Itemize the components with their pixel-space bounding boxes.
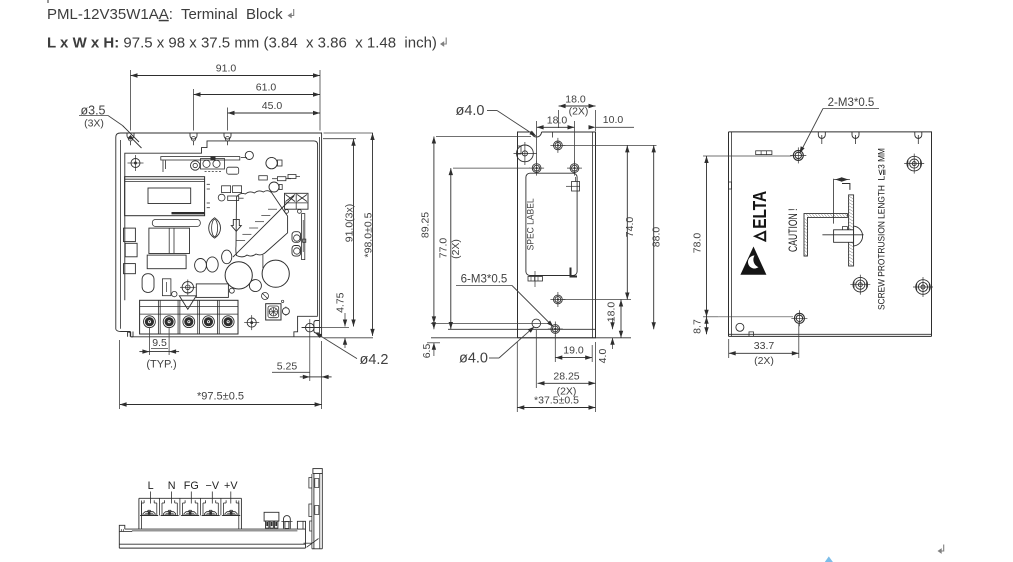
svg-text:6-M3*0.5: 6-M3*0.5 <box>461 274 508 286</box>
svg-text:−V: −V <box>206 480 220 492</box>
svg-text:*97.5±0.5: *97.5±0.5 <box>197 391 244 403</box>
svg-text:8.7: 8.7 <box>692 319 704 334</box>
svg-text:L x W x H: 97.5 x 98 x 37.5 mm: L x W x H: 97.5 x 98 x 37.5 mm (3.84 x 3… <box>47 35 437 52</box>
svg-text:18.0: 18.0 <box>606 302 618 323</box>
svg-text:(2X): (2X) <box>450 239 462 259</box>
svg-text:91.0(3x): 91.0(3x) <box>343 204 355 243</box>
svg-text:+V: +V <box>224 480 238 492</box>
svg-text:PML-12V35W1AA: Terminal Bloc: PML-12V35W1AA: Terminal Block <box>47 6 283 23</box>
svg-text:18.0: 18.0 <box>565 94 586 106</box>
svg-text:SCREW PROTRUSION LENGTH L≦3 M: SCREW PROTRUSION LENGTH L≦3 MM <box>876 148 886 310</box>
svg-text:SPEC LABEL: SPEC LABEL <box>526 198 537 250</box>
svg-text:19.0: 19.0 <box>563 345 584 357</box>
svg-text:10.0: 10.0 <box>603 114 624 126</box>
svg-text:N: N <box>168 480 176 492</box>
svg-text:88.0: 88.0 <box>651 227 663 248</box>
svg-text:CAUTION !: CAUTION ! <box>786 208 800 252</box>
svg-text:(2X): (2X) <box>557 385 577 397</box>
svg-text:91.0: 91.0 <box>216 63 237 75</box>
svg-text:18.0: 18.0 <box>547 115 568 127</box>
svg-text:89.25: 89.25 <box>419 212 431 238</box>
svg-text:28.25: 28.25 <box>553 370 579 382</box>
svg-text:*98.0±0.5: *98.0±0.5 <box>362 212 374 257</box>
svg-text:ø4.0: ø4.0 <box>455 103 484 119</box>
svg-text:4.75: 4.75 <box>335 292 347 313</box>
svg-text:ELTA: ELTA <box>750 191 770 229</box>
svg-text:5.25: 5.25 <box>277 361 298 373</box>
svg-text:(3X): (3X) <box>84 118 104 130</box>
svg-text:(2X): (2X) <box>754 355 774 367</box>
svg-text:33.7: 33.7 <box>754 340 775 352</box>
svg-text:FG: FG <box>184 480 199 492</box>
svg-text:61.0: 61.0 <box>256 82 277 94</box>
svg-text:78.0: 78.0 <box>692 233 704 254</box>
svg-text:45.0: 45.0 <box>262 100 283 112</box>
svg-text:9.5: 9.5 <box>152 337 167 349</box>
svg-text:6.5: 6.5 <box>421 344 433 359</box>
svg-text:ø3.5: ø3.5 <box>80 104 105 118</box>
svg-text:ø4.0: ø4.0 <box>459 351 488 367</box>
svg-text:L: L <box>148 480 154 492</box>
svg-text:77.0: 77.0 <box>438 238 450 259</box>
svg-text:(TYP.): (TYP.) <box>146 359 176 371</box>
svg-text:2-M3*0.5: 2-M3*0.5 <box>828 97 875 109</box>
svg-text:4.0: 4.0 <box>597 349 609 364</box>
svg-text:74.0: 74.0 <box>624 217 636 238</box>
svg-text:(2X): (2X) <box>569 106 589 118</box>
svg-text:ø4.2: ø4.2 <box>359 352 388 368</box>
svg-text:*37.5±0.5: *37.5±0.5 <box>534 394 579 406</box>
